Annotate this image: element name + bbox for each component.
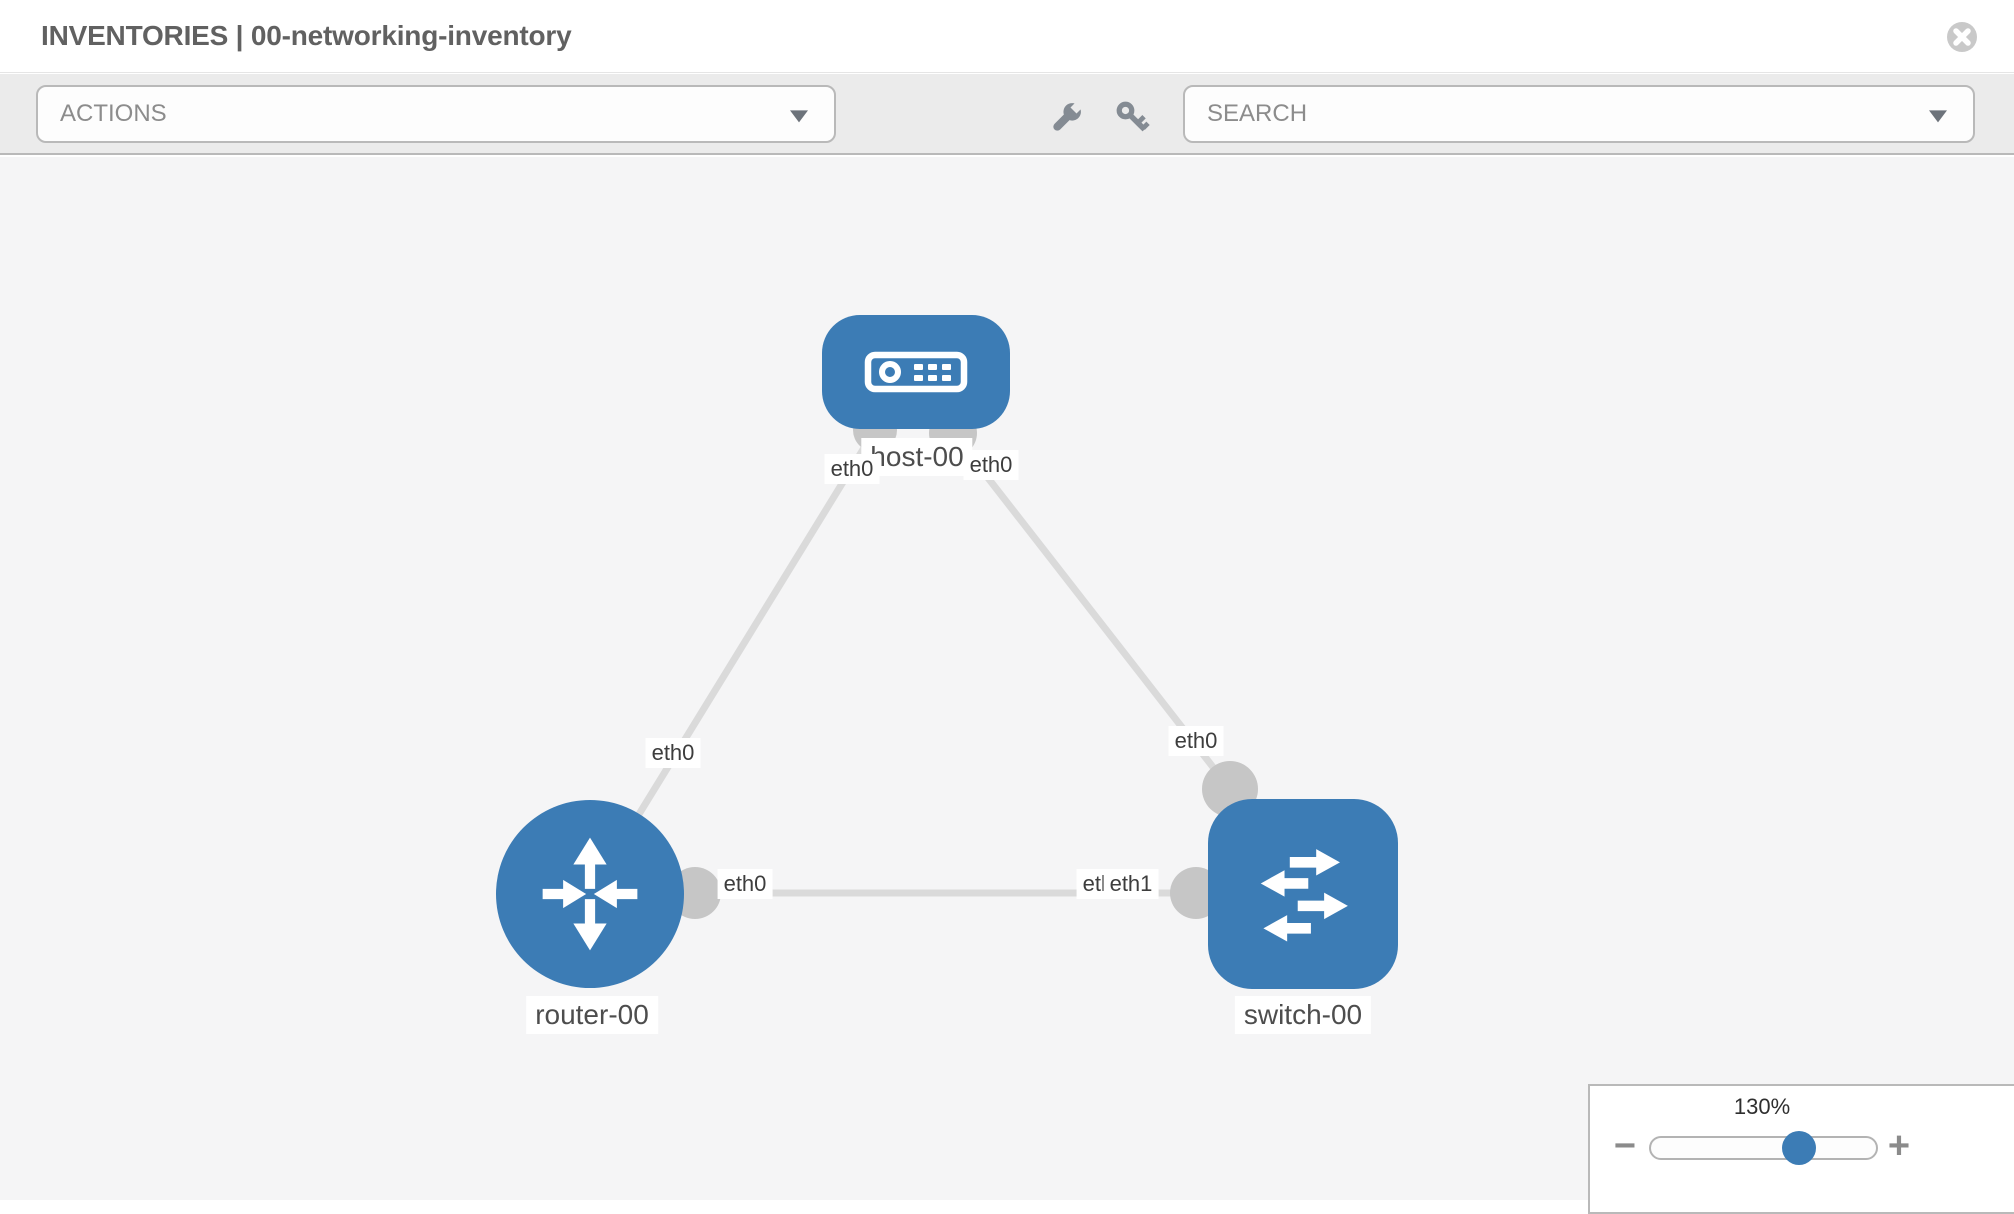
topology-canvas[interactable]: host-00 router-00 switch-00 eth0 eth0 et… bbox=[0, 157, 2014, 1214]
zoom-out-button[interactable]: − bbox=[1613, 1125, 1637, 1167]
page-header: INVENTORIES | 00-networking-inventory bbox=[0, 0, 2014, 73]
interface-label: eth1 bbox=[1103, 869, 1159, 899]
search-dropdown[interactable]: SEARCH bbox=[1183, 85, 1975, 143]
zoom-level-value: 130% bbox=[1733, 1094, 1791, 1119]
interface-label: eth0 bbox=[824, 454, 880, 484]
actions-dropdown-label: ACTIONS bbox=[60, 100, 167, 127]
chevron-down-icon bbox=[1929, 110, 1947, 123]
topology-links bbox=[587, 408, 1258, 919]
actions-dropdown[interactable]: ACTIONS bbox=[36, 85, 836, 143]
wrench-icon bbox=[1053, 100, 1084, 131]
host-icon bbox=[864, 351, 968, 393]
zoom-slider[interactable] bbox=[1649, 1131, 1878, 1165]
page-title: INVENTORIES | 00-networking-inventory bbox=[41, 20, 572, 51]
interface-label: eth0 bbox=[717, 869, 773, 899]
node-label-host: host-00 bbox=[861, 438, 973, 476]
switch-icon bbox=[1260, 849, 1348, 942]
node-host-00[interactable] bbox=[822, 315, 1010, 429]
zoom-slider-thumb[interactable] bbox=[1782, 1131, 1816, 1165]
interface-label: eth0 bbox=[963, 450, 1019, 480]
node-switch-00[interactable] bbox=[1208, 799, 1398, 989]
toolbar: ACTIONS SEARCH bbox=[0, 74, 2014, 155]
key-icon bbox=[1116, 101, 1150, 132]
node-label-router: router-00 bbox=[526, 996, 658, 1034]
chevron-down-icon bbox=[790, 110, 808, 123]
close-button[interactable] bbox=[1946, 21, 1978, 53]
close-icon bbox=[1947, 22, 1977, 52]
search-dropdown-label: SEARCH bbox=[1207, 100, 1308, 127]
configure-button[interactable] bbox=[1046, 98, 1086, 138]
credentials-button[interactable] bbox=[1113, 98, 1153, 138]
node-label-switch: switch-00 bbox=[1234, 996, 1372, 1034]
interface-label: eth0 bbox=[645, 738, 701, 768]
node-router-00[interactable] bbox=[496, 800, 684, 988]
router-icon bbox=[542, 837, 638, 951]
zoom-in-button[interactable]: + bbox=[1887, 1125, 1911, 1167]
zoom-control-panel: 130% − + bbox=[1588, 1084, 2014, 1214]
interface-label: eth0 bbox=[1168, 726, 1224, 756]
